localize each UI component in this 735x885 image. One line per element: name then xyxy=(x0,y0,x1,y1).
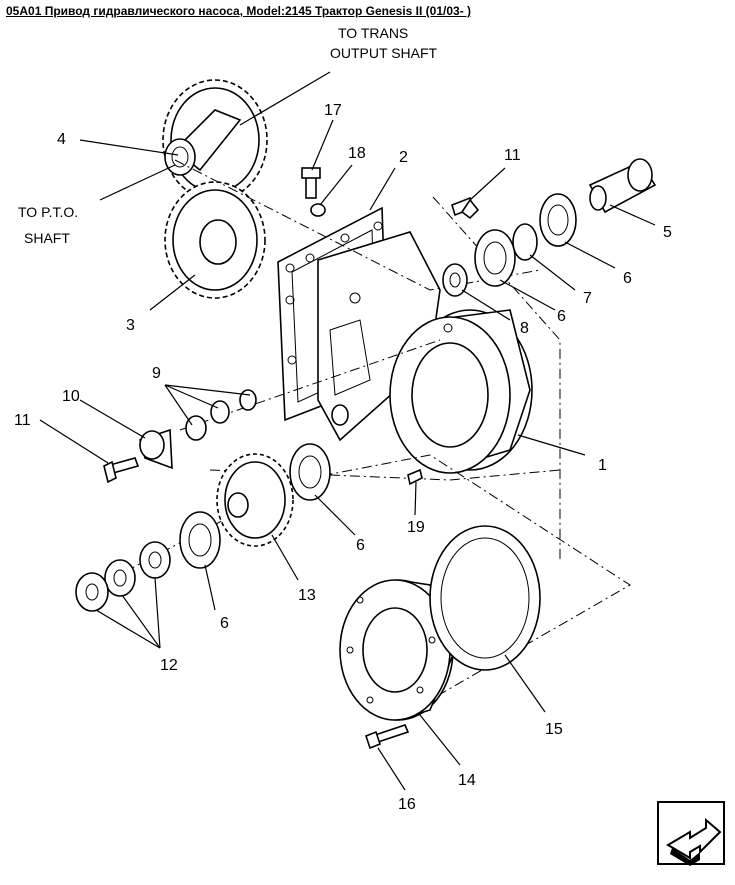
callout-18: 18 xyxy=(348,145,366,162)
bearing-6-lower xyxy=(289,443,331,501)
page-title: 05A01 Привод гидравлического насоса, Mod… xyxy=(6,4,472,18)
callout-2: 2 xyxy=(399,149,408,166)
bearing-6-mid xyxy=(474,229,516,287)
spacers-12 xyxy=(75,541,171,612)
washers-9 xyxy=(185,389,257,441)
washer-8 xyxy=(442,263,468,297)
note-to-pto-line1: TO P.T.O. xyxy=(18,204,78,220)
bolt-11-upper xyxy=(451,196,480,220)
flange-14 xyxy=(339,579,456,721)
callout-8: 8 xyxy=(520,320,529,337)
plate-10 xyxy=(139,428,173,470)
leader-lines xyxy=(39,71,656,791)
bolt-17 xyxy=(301,167,321,199)
callout-4: 4 xyxy=(57,131,66,148)
callout-6-a: 6 xyxy=(623,270,632,287)
callout-3: 3 xyxy=(126,317,135,334)
callout-12: 12 xyxy=(160,657,178,674)
centerline-right xyxy=(432,196,561,560)
pin-5 xyxy=(588,158,657,214)
callout-11-left: 11 xyxy=(14,412,31,429)
note-to-pto-line2: SHAFT xyxy=(24,230,70,246)
callout-10: 10 xyxy=(62,388,80,405)
gasket-15 xyxy=(429,525,541,671)
callout-13: 13 xyxy=(298,587,316,604)
snap-ring-7 xyxy=(512,223,538,261)
callout-6-b: 6 xyxy=(557,308,566,325)
callout-1: 1 xyxy=(598,457,607,474)
washer-18 xyxy=(310,203,326,217)
callout-15: 15 xyxy=(545,721,563,738)
note-to-trans-line2: OUTPUT SHAFT xyxy=(330,45,438,61)
callout-16: 16 xyxy=(398,796,416,813)
callout-6-d: 6 xyxy=(220,615,229,632)
bearing-6-left xyxy=(179,511,221,569)
cover-1 xyxy=(389,309,533,474)
callout-5: 5 xyxy=(663,224,672,241)
gear-4 xyxy=(162,79,268,201)
centerline-bottom xyxy=(89,454,631,701)
bolt-16 xyxy=(365,724,410,750)
gear-3 xyxy=(164,181,266,299)
note-to-trans-line1: TO TRANS xyxy=(338,25,408,41)
callout-17: 17 xyxy=(324,102,342,119)
pin-19 xyxy=(407,468,423,486)
callout-11-upper: 11 xyxy=(504,147,521,164)
callout-19: 19 xyxy=(407,519,425,536)
callout-9: 9 xyxy=(152,365,161,382)
callout-7: 7 xyxy=(583,290,592,307)
bearing-6-upper xyxy=(539,193,577,247)
next-page-arrow-icon[interactable] xyxy=(657,801,725,866)
callout-14: 14 xyxy=(458,772,476,789)
callout-6-c: 6 xyxy=(356,537,365,554)
bolt-11-left xyxy=(103,457,140,484)
gear-13 xyxy=(216,453,294,547)
